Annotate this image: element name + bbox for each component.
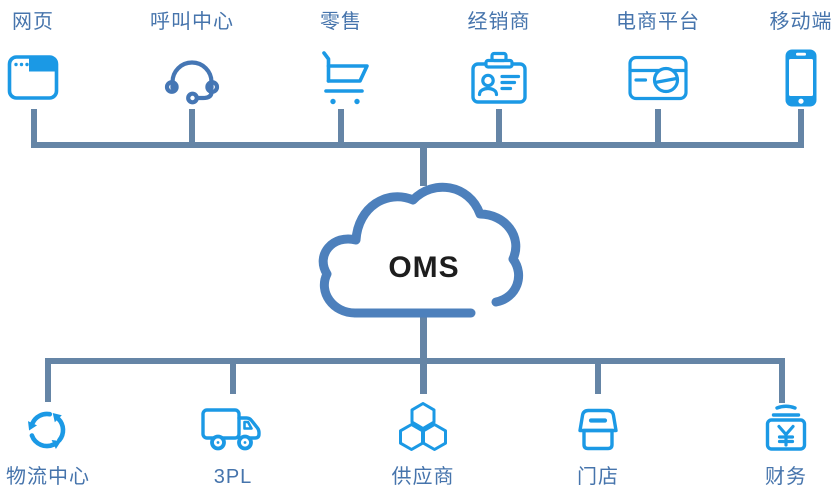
hexagons-icon bbox=[396, 400, 450, 458]
cloud-icon bbox=[318, 182, 524, 318]
oms-cloud bbox=[311, 172, 537, 335]
drop-to-cloud bbox=[420, 146, 427, 186]
storebox-icon bbox=[574, 400, 622, 458]
stub-retail bbox=[338, 109, 344, 145]
node-store: 门店 bbox=[518, 400, 678, 489]
channel-ecommerce: 电商平台 bbox=[578, 10, 738, 108]
stub-mobile bbox=[798, 109, 804, 145]
node-3pl-label: 3PL bbox=[213, 466, 253, 488]
stub-logistics bbox=[45, 358, 51, 402]
bottom-bus-line bbox=[45, 358, 785, 364]
truck-icon bbox=[201, 400, 265, 458]
channel-retail-label: 零售 bbox=[320, 11, 362, 33]
channel-distributor-label: 经销商 bbox=[467, 11, 531, 33]
node-finance: 财务 bbox=[706, 400, 837, 489]
stub-storefront bbox=[595, 358, 601, 394]
drop-from-cloud bbox=[420, 310, 427, 394]
stub-ecommerce bbox=[655, 109, 661, 145]
channel-call-center-label: 呼叫中心 bbox=[150, 11, 234, 33]
channel-mobile-label: 移动端 bbox=[769, 11, 833, 33]
channel-web: 网页 bbox=[0, 10, 113, 108]
channel-web-label: 网页 bbox=[12, 11, 54, 33]
sync-arrows-icon bbox=[21, 400, 75, 458]
browser-icon bbox=[7, 48, 59, 108]
node-supplier-label: 供应商 bbox=[391, 466, 455, 488]
top-bus-line bbox=[31, 142, 804, 148]
cart-icon bbox=[312, 48, 370, 108]
node-store-label: 门店 bbox=[577, 466, 619, 488]
node-3pl: 3PL bbox=[153, 400, 313, 489]
channel-call-center: 呼叫中心 bbox=[112, 10, 272, 108]
channel-retail: 零售 bbox=[261, 10, 421, 108]
stub-finance bbox=[779, 358, 785, 403]
channel-distributor: 经销商 bbox=[419, 10, 579, 108]
stub-3pl bbox=[230, 358, 236, 394]
ecommerce-card-icon bbox=[628, 48, 688, 108]
headset-icon bbox=[163, 48, 221, 108]
node-logistics: 物流中心 bbox=[0, 400, 128, 489]
stub-distributor bbox=[496, 109, 502, 145]
node-supplier: 供应商 bbox=[343, 400, 503, 489]
money-yen-icon bbox=[762, 400, 810, 458]
channel-ecommerce-label: 电商平台 bbox=[616, 11, 700, 33]
badge-icon bbox=[470, 48, 528, 108]
phone-icon bbox=[784, 48, 818, 108]
stub-web bbox=[31, 109, 37, 145]
stub-call-center bbox=[189, 109, 195, 145]
oms-title: OMS bbox=[388, 251, 460, 284]
channel-mobile: 移动端 bbox=[721, 10, 837, 108]
node-logistics-label: 物流中心 bbox=[6, 466, 90, 488]
node-finance-label: 财务 bbox=[765, 466, 807, 488]
